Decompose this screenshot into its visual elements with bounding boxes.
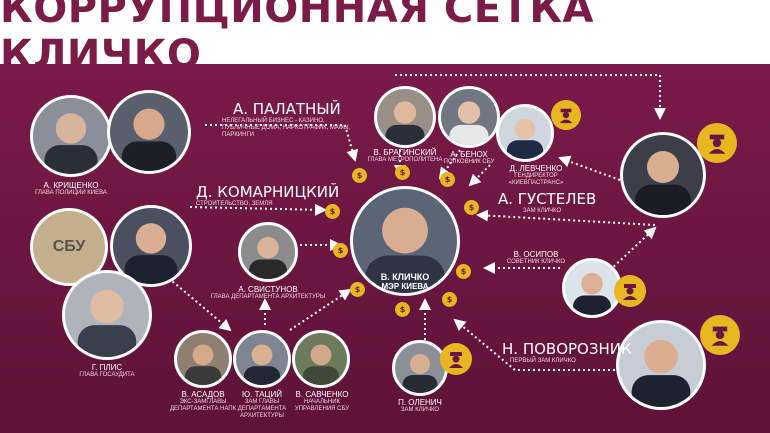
avatar-levchenko bbox=[496, 104, 554, 162]
role-savchenko: НАЧАЛЬНИК УПРАВЛЕНИЯ СБУ bbox=[294, 399, 350, 413]
label-gustelev: А. ГУСТЕЛЕВ bbox=[498, 190, 597, 208]
role-tatsiy: ЗАМ ГЛАВЫ ДЕПАРТАМЕНТА АРХИТЕКТУРЫ bbox=[237, 399, 287, 419]
money-bag-icon: $ bbox=[442, 292, 457, 307]
desc-gustelev: ЗАМ КЛИЧКО bbox=[523, 208, 562, 214]
avatar-klitschko bbox=[350, 186, 460, 296]
avatar-gustelev bbox=[620, 132, 706, 218]
avatar-plis bbox=[62, 270, 152, 360]
role-klitschko: МЭР КИЕВА bbox=[381, 282, 429, 292]
line-levchenko bbox=[468, 164, 491, 187]
avatar-osipov bbox=[562, 258, 622, 318]
line-top-loop bbox=[395, 74, 666, 120]
role-benoh: ПОЛКОВНИК СБУ bbox=[443, 159, 495, 166]
name-tatsiy: Ю. ТАЦИЙ bbox=[242, 390, 282, 399]
caption-bragynsky: В. БРАГИНСКИЙ ГЛАВА МЕТРОПОЛИТЕНА bbox=[362, 148, 448, 164]
name-olenich: П. ОЛЕНИЧ bbox=[398, 398, 442, 407]
caption-osipov: В. ОСИПОВ СОВЕТНИК КЛИЧКО bbox=[500, 250, 572, 266]
name-bragynsky: В. БРАГИНСКИЙ bbox=[373, 148, 437, 157]
name-savchenko: В. САВЧЕНКО bbox=[295, 390, 349, 399]
name-asadov: В. АСАДОВ bbox=[181, 390, 225, 399]
page-title-bar: КОРРУПЦИОННАЯ СЕТКА КЛИЧКО bbox=[0, 0, 770, 78]
police-officer-icon bbox=[440, 343, 472, 375]
avatar-tatsiy bbox=[233, 330, 291, 388]
avatar-bragynsky bbox=[374, 86, 436, 148]
name-krishchenko: А. КРИЩЕНКО bbox=[43, 181, 99, 190]
line-osipov-gustelev bbox=[609, 226, 657, 271]
avatar-svistunov bbox=[238, 222, 298, 282]
money-bag-icon: $ bbox=[440, 172, 455, 187]
name-klitschko: В. КЛИЧКО bbox=[380, 272, 430, 282]
desc-povoroznik: ПЕРВЫЙ ЗАМ КЛИЧКО bbox=[510, 358, 576, 364]
desc-palatny: НЕЛЕГАЛЬНЫЙ БИЗНЕС - КАЗИНО, ПУБЛИЧНЫЕ Д… bbox=[222, 118, 351, 139]
role-asadov: ЭКС-ЗАМГЛАВЫ ДЕПАРТАМЕНТА НАПК bbox=[169, 399, 237, 413]
caption-klitschko: В. КЛИЧКО МЭР КИЕВА bbox=[360, 272, 450, 292]
line-tatsiy bbox=[289, 288, 352, 331]
money-bag-icon: $ bbox=[395, 302, 410, 317]
label-palatny: А. ПАЛАТНЫЙ bbox=[233, 100, 341, 118]
police-officer-icon bbox=[697, 123, 737, 163]
label-povoroznik: Н. ПОВОРОЗНИК bbox=[502, 340, 632, 358]
money-bag-icon: $ bbox=[325, 204, 340, 219]
sbu-shield-icon: СБУ bbox=[52, 238, 86, 255]
avatar-krishchenko bbox=[30, 95, 112, 177]
line-benoh bbox=[438, 149, 461, 180]
role-levchenko: ГЕНДИРЕКТОР «КИЕВПАСТРАНС» bbox=[508, 173, 564, 187]
role-krishchenko: ГЛАВА ПОЛИЦИИ КИЕВА bbox=[35, 190, 107, 197]
name-benoh: А. БЕНОХ bbox=[450, 150, 488, 159]
line-palatny bbox=[205, 124, 359, 162]
caption-savchenko: В. САВЧЕНКО НАЧАЛЬНИК УПРАВЛЕНИЯ СБУ bbox=[290, 390, 354, 413]
money-bag-icon: $ bbox=[395, 165, 410, 180]
money-bag-icon: $ bbox=[464, 200, 479, 215]
caption-tatsiy: Ю. ТАЦИЙ ЗАМ ГЛАВЫ ДЕПАРТАМЕНТА АРХИТЕКТ… bbox=[228, 390, 296, 420]
police-officer-icon bbox=[614, 275, 646, 307]
money-bag-icon: $ bbox=[350, 282, 365, 297]
line-gustelev-levchenko bbox=[558, 155, 621, 181]
name-plis: Г. ПЛИС bbox=[91, 363, 123, 372]
money-bag-icon: $ bbox=[456, 264, 471, 279]
caption-krishchenko: А. КРИЩЕНКО ГЛАВА ПОЛИЦИИ КИЕВА bbox=[25, 181, 117, 197]
avatar-povoroznik bbox=[616, 320, 706, 410]
name-levchenko: Д. ЛЕВЧЕНКО bbox=[509, 164, 563, 173]
caption-svistunov: А. СВИСТУНОВ ГЛАВА ДЕПАРТАМЕНТА АРХИТЕКТ… bbox=[205, 285, 331, 301]
role-plis: ГЛАВА ГОСАУДИТА bbox=[79, 372, 135, 379]
avatar-asadov bbox=[174, 330, 232, 388]
label-komarnitsky: Д. КОМАРНИЦКИЙ bbox=[196, 183, 340, 201]
line-plis-tatsiy bbox=[164, 274, 232, 332]
role-bragynsky: ГЛАВА МЕТРОПОЛИТЕНА bbox=[367, 157, 443, 164]
police-officer-icon bbox=[551, 100, 581, 130]
avatar-palatny bbox=[107, 90, 191, 174]
name-svistunov: А. СВИСТУНОВ bbox=[238, 285, 298, 294]
name-osipov: В. ОСИПОВ bbox=[513, 250, 559, 259]
role-olenich: ЗАМ КЛИЧКО bbox=[400, 407, 440, 414]
caption-benoh: А. БЕНОХ ПОЛКОВНИК СБУ bbox=[434, 150, 504, 166]
caption-plis: Г. ПЛИС ГЛАВА ГОСАУДИТА bbox=[62, 363, 152, 379]
desc-komarnitsky: СТРОИТЕЛЬСТВО, ЗЕМЛЯ bbox=[196, 201, 273, 207]
line-povoroznik bbox=[453, 318, 615, 371]
money-bag-icon: $ bbox=[333, 243, 348, 258]
avatar-olenich bbox=[392, 340, 448, 396]
role-svistunov: ГЛАВА ДЕПАРТАМЕНТА АРХИТЕКТУРЫ bbox=[210, 294, 326, 301]
caption-levchenko: Д. ЛЕВЧЕНКО ГЕНДИРЕКТОР «КИЕВПАСТРАНС» bbox=[492, 164, 580, 187]
avatar-benoh bbox=[438, 86, 500, 148]
caption-olenich: П. ОЛЕНИЧ ЗАМ КЛИЧКО bbox=[382, 398, 458, 414]
avatar-savchenko bbox=[292, 330, 350, 388]
caption-asadov: В. АСАДОВ ЭКС-ЗАМГЛАВЫ ДЕПАРТАМЕНТА НАПК bbox=[166, 390, 240, 413]
role-osipov: СОВЕТНИК КЛИЧКО bbox=[506, 259, 566, 266]
police-officer-icon bbox=[700, 315, 740, 355]
money-bag-icon: $ bbox=[352, 168, 367, 183]
line-gustelev bbox=[476, 209, 656, 226]
